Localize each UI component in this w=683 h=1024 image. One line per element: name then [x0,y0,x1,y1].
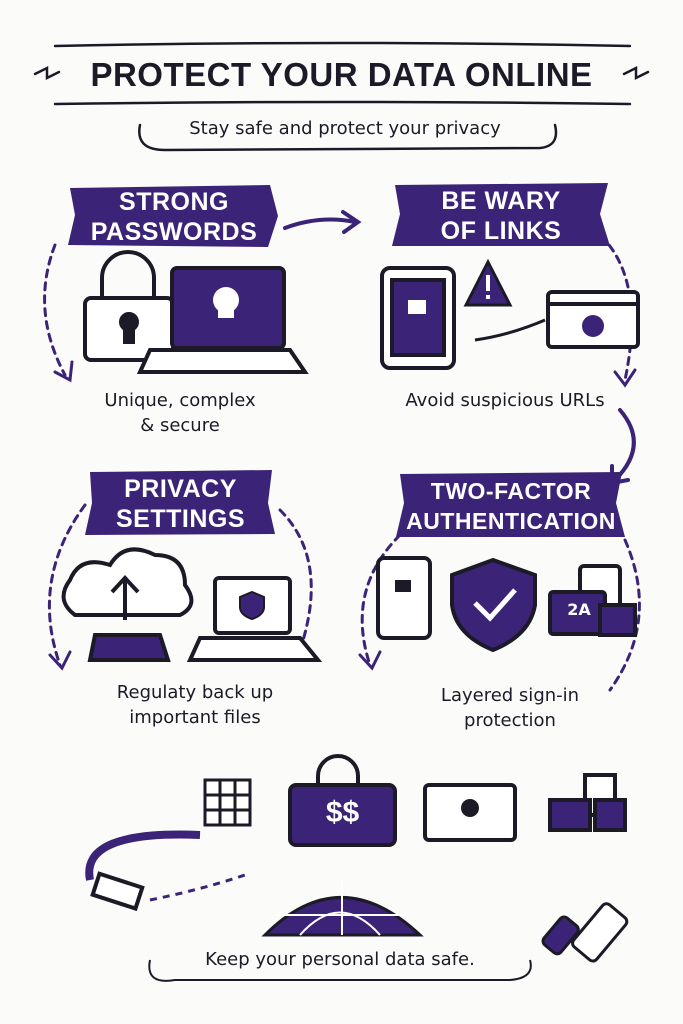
caption-line: Regulaty back up [116,682,274,703]
section-title-line: PRIVACY [124,475,237,503]
caption-line: Layered sign-in [440,685,580,706]
hard-drive-icon [87,633,171,662]
shield-check-icon [450,557,537,653]
keypad-icon [203,778,252,827]
page-title: PROTECT YOUR DATA ONLINE [90,56,593,93]
caption-two-factor: Layered sign-in protection [400,683,620,733]
section-title-line: STRONG [119,188,229,216]
devices-icon [548,773,627,832]
warning-icon [463,258,513,307]
footer-underline [148,959,532,982]
section-title-be-wary: BE WARY OF LINKS [395,186,607,246]
phone-lock-icon [380,266,456,370]
money-lock-icon [288,754,397,847]
caption-line: protection [464,710,556,731]
usb-cable-icon [85,830,246,912]
section-title-line: TWO-FACTOR [430,478,592,504]
section-title-line: OF LINKS [440,217,562,245]
footer-caption: Keep your personal data safe. [205,949,475,970]
banners [68,183,625,537]
caption-line: & secure [140,415,220,436]
arrow-right-icon [283,217,357,230]
banner-strong-passwords [68,185,278,247]
section-title-line: BE WARY [441,187,561,215]
two-factor-badge: 2A [567,600,591,619]
banner-two-factor [396,472,625,537]
caption-be-wary: Avoid suspicious URLs [370,388,640,413]
phone-lock-icon-2fa [376,556,432,640]
section-title-strong-passwords: STRONG PASSWORDS [70,187,278,247]
usb-drive-icon [541,902,629,963]
caption-privacy-settings: Regulaty back up important files [80,680,310,730]
caption-line: Avoid suspicious URLs [405,390,605,411]
money-label: $$ [325,796,360,829]
laptop-shield-icon [186,576,323,662]
page-subtitle: Stay safe and protect your privacy [189,118,501,139]
laptop-skull-icon [136,266,309,374]
header-decoration [33,41,650,152]
caption-line: important files [129,707,261,728]
banner-be-wary [392,183,610,246]
caption-strong-passwords: Unique, complex & secure [70,388,290,438]
browser-window-icon [546,290,640,349]
banner-privacy [85,470,275,535]
padlock-icon [83,250,175,362]
cloud-upload-icon [61,547,194,620]
section-title-line: AUTHENTICATION [406,508,616,534]
section-title-privacy-settings: PRIVACY SETTINGS [88,474,273,534]
caption-line: Unique, complex [104,390,256,411]
globe-icon [261,880,424,937]
monitor-2fa-icon [548,564,637,637]
monitor-skull-icon [423,783,517,842]
flow-arrows [43,210,641,692]
link-arrow-icon [474,318,546,342]
section-title-line: PASSWORDS [90,218,258,246]
section-title-two-factor: TWO-FACTOR AUTHENTICATION [398,476,624,536]
section-title-line: SETTINGS [115,505,245,533]
